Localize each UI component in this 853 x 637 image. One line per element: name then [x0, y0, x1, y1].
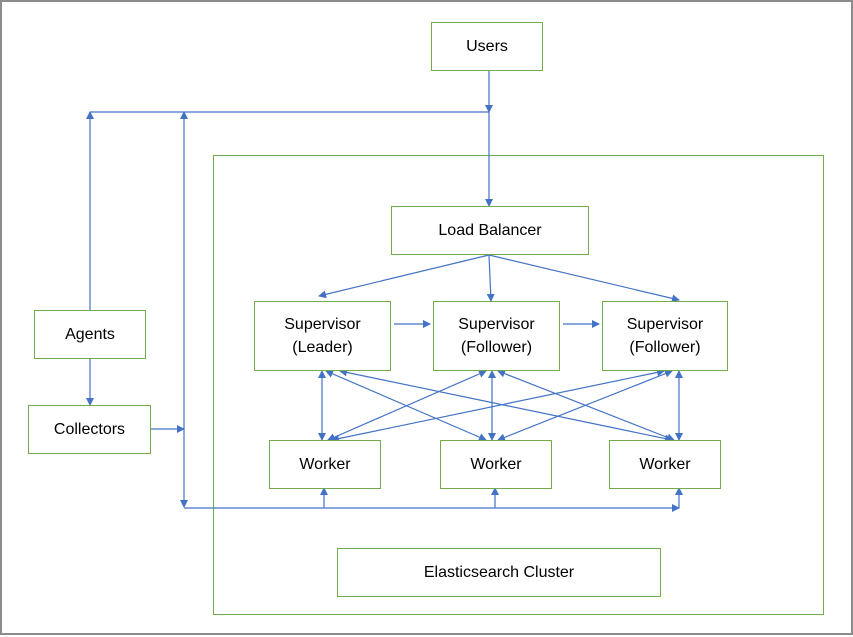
- collectors-box: Collectors: [28, 405, 151, 454]
- supervisor-follower-box-1: Supervisor (Follower): [433, 301, 560, 371]
- arrow-lb-to-follower-1: [486, 254, 495, 302]
- worker-box-1: Worker: [269, 440, 381, 489]
- supervisor-follower-box-2: Supervisor (Follower): [602, 301, 728, 371]
- arrow-follower-2-worker-2: [497, 369, 673, 442]
- agents-box: Agents: [34, 310, 146, 359]
- load-balancer-box: Load Balancer: [391, 206, 589, 255]
- worker-box-2: Worker: [440, 440, 552, 489]
- cluster-container: [213, 155, 824, 615]
- arrow-lb-to-follower-2: [488, 254, 680, 303]
- users-box: Users: [431, 22, 543, 71]
- elasticsearch-cluster-box: Elasticsearch Cluster: [337, 548, 661, 597]
- arrow-follower-2-worker-1: [331, 368, 665, 443]
- arrow-lb-to-leader: [318, 254, 490, 299]
- worker-box-3: Worker: [609, 440, 721, 489]
- arrow-leader-worker-3: [339, 368, 673, 443]
- supervisor-leader-box: Supervisor (Leader): [254, 301, 391, 371]
